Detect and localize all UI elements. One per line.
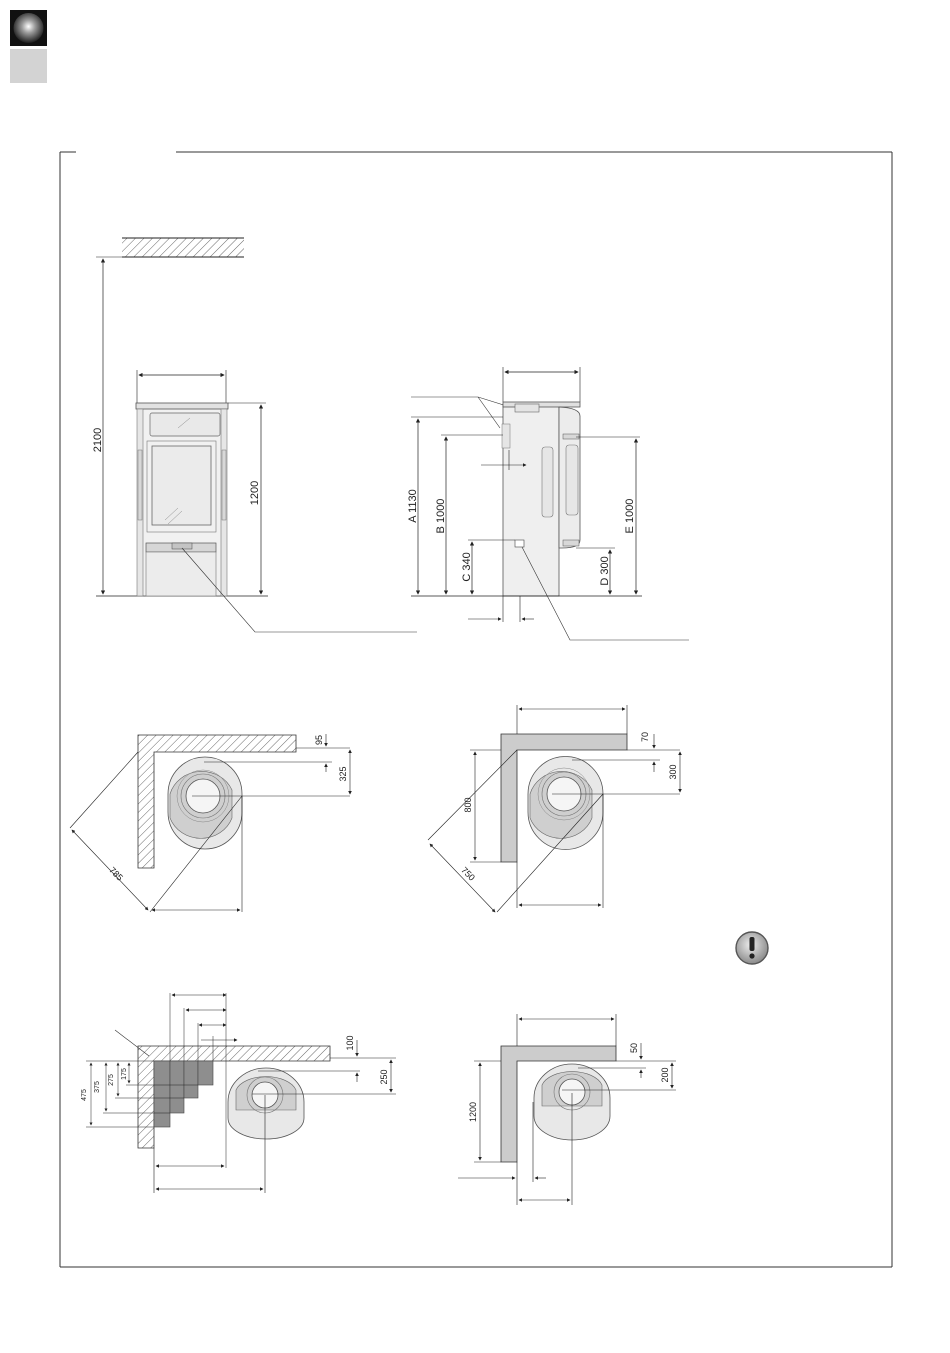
- dim-d-label: D 300: [599, 556, 611, 585]
- insulation-step-2: [170, 1061, 184, 1113]
- dim-b-label: B 1000: [435, 499, 447, 534]
- ceiling-distance-label: 2100: [92, 428, 104, 452]
- wall-offset-label-3: 100: [345, 1035, 355, 1050]
- diagonal-dim-2: [430, 844, 495, 912]
- corner-noncombustible-diagram: 70 300 800 750: [428, 705, 680, 912]
- step-label-4: 175: [121, 1068, 128, 1080]
- step-label-3: 275: [108, 1074, 115, 1086]
- corner-combustible-diagram: 95 325 785: [70, 734, 350, 912]
- stepped-wall-diagram: 475 375 275 175 100 250: [81, 993, 396, 1193]
- diagonal-label-2: 750: [459, 865, 477, 883]
- wall-offset-label-4: 50: [629, 1043, 639, 1053]
- front-view: 2100 1200: [92, 238, 417, 632]
- insulation-step-4: [198, 1061, 213, 1085]
- stove-height-label: 1200: [249, 481, 261, 505]
- wall-offset-label-1: 95: [314, 735, 324, 745]
- side-view: A 1130 B 1000 C 340 D 300 E 1000: [407, 367, 689, 640]
- stove-door-glass: [152, 446, 211, 525]
- dim-e-label: E 1000: [624, 499, 636, 534]
- content-frame: [60, 152, 892, 1267]
- stove-top-plate: [136, 403, 228, 409]
- stove-plan-3: [228, 1068, 304, 1139]
- stove-offset-label-4: 200: [660, 1067, 670, 1082]
- dim-a-label: A 1130: [407, 489, 419, 522]
- parallel-wall-diagram: 50 200 1200: [458, 1014, 676, 1205]
- exclamation-icon: [736, 932, 768, 964]
- dim-c-label: C 340: [461, 552, 473, 581]
- stove-offset-label-3: 250: [379, 1069, 389, 1084]
- step-label-2: 375: [94, 1081, 101, 1093]
- ceiling-hatch: [122, 238, 244, 257]
- stove-offset-label-2: 300: [668, 764, 678, 779]
- insulation-step-1: [154, 1061, 170, 1127]
- chapter-tab-light: [10, 49, 47, 83]
- step-label-1: 475: [81, 1089, 88, 1101]
- stove-upper-window: [150, 413, 220, 436]
- stove-offset-label-1: 325: [338, 766, 348, 781]
- chapter-ball-icon: [14, 13, 44, 43]
- stove-plan-1: [168, 757, 242, 849]
- wall-offset-label-2: 70: [640, 732, 650, 742]
- diagonal-label-1: 785: [107, 865, 125, 883]
- wall-length-label-4: 1200: [468, 1102, 478, 1122]
- insulation-step-3: [184, 1061, 198, 1098]
